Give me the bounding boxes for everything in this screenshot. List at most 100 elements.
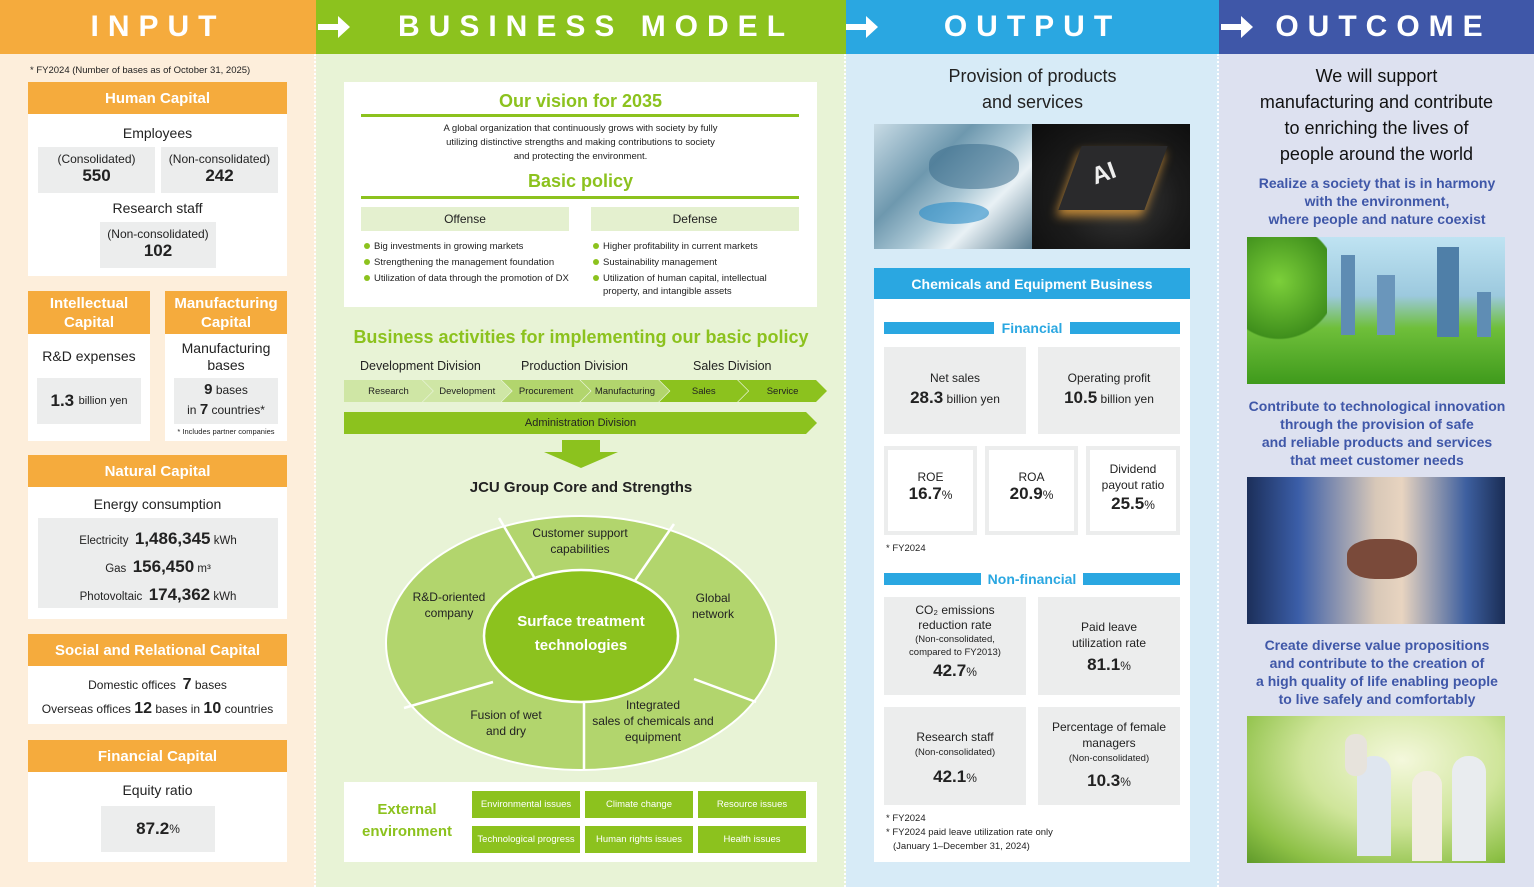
division-production: Production Division: [521, 359, 628, 373]
countries-value: 7: [199, 401, 209, 418]
human-capital-card: Human Capital Employees (Consolidated) 5…: [28, 82, 287, 276]
consolidated-box: (Consolidated) 550: [38, 147, 155, 193]
energy-value: 156,450: [132, 557, 195, 576]
nonconsolidated-label: (Non-consolidated): [168, 152, 271, 166]
human-capital-title: Human Capital: [28, 82, 287, 114]
consolidated-label: (Consolidated): [57, 152, 136, 166]
nonfinancial-title: Non-financial: [981, 571, 1083, 587]
administration-division: Administration Division: [344, 412, 817, 434]
rd-expenses-unit: billion yen: [78, 395, 128, 407]
social-capital-card: Social and Relational Capital Domestic o…: [28, 634, 287, 724]
process-step: Service: [738, 380, 827, 402]
process-step: Research: [344, 380, 433, 402]
external-tag: Health issues: [698, 826, 806, 853]
rd-expenses-box: 1.3 billion yen: [37, 378, 141, 424]
nonconsolidated-box: (Non-consolidated) 242: [161, 147, 278, 193]
activities-title: Business activities for implementing our…: [353, 327, 809, 347]
arrow-right-icon: [1221, 16, 1253, 38]
defense-item: Higher profitability in current markets: [593, 240, 798, 253]
city-nature-photo: [1247, 237, 1505, 384]
process-step: Manufacturing: [581, 380, 670, 402]
division-sales: Sales Division: [693, 359, 772, 373]
offense-item: Big investments in growing markets: [364, 240, 569, 253]
business-model-header-label: BUSINESS MODEL: [397, 10, 795, 43]
core-strengths-diagram: [385, 515, 777, 771]
external-tag: Human rights issues: [585, 826, 693, 853]
natural-capital-title: Natural Capital: [28, 455, 287, 487]
overseas-countries: 10: [203, 700, 222, 717]
ai-chip-photo: AI: [1032, 124, 1190, 249]
employees-label: Employees: [122, 125, 193, 141]
external-tag: Climate change: [585, 791, 693, 818]
net-sales-value: 28.3: [910, 388, 944, 407]
offense-item: Strengthening the management foundation: [364, 256, 569, 269]
external-tag: Technological progress: [472, 826, 580, 853]
roa-value: 20.9: [1009, 484, 1043, 503]
manufacturing-footnote: * Includes partner companies: [177, 427, 275, 436]
arrow-right-icon: [846, 16, 878, 38]
energy-row: Photovoltaic 174,362 kWh: [79, 585, 237, 604]
research-staff-ratio-value: 42.1: [933, 767, 967, 786]
external-tag: Resource issues: [698, 791, 806, 818]
offices-text: Domestic offices 7 bases Overseas office…: [41, 676, 274, 717]
overseas-value: 12: [134, 700, 153, 717]
external-tag: Environmental issues: [472, 791, 580, 818]
nonconsolidated-value: 242: [205, 166, 234, 185]
defense-item: Utilization of human capital, intellectu…: [593, 272, 798, 298]
arrow-down-icon: [544, 440, 618, 468]
arrow-right-icon: [318, 16, 350, 38]
vision-title: Our vision for 2035: [498, 91, 663, 111]
defense-item: Sustainability management: [593, 256, 798, 269]
operating-profit-value: 10.5: [1064, 388, 1098, 407]
input-note: * FY2024 (Number of bases as of October …: [30, 65, 251, 76]
family-photo: [1247, 716, 1505, 863]
equity-ratio-value: 87.2: [136, 819, 170, 838]
research-staff-sub: (Non-consolidated): [107, 227, 209, 241]
business-model-column: BUSINESS MODEL Our vision for 2035 A glo…: [316, 0, 846, 887]
process-step: Development: [423, 380, 512, 402]
equity-ratio-label: Equity ratio: [122, 782, 193, 798]
lab-photo: [874, 124, 1032, 249]
co2-value: 42.7: [933, 661, 967, 680]
vision-text: A global organization that continuously …: [443, 123, 718, 162]
input-header-label: INPUT: [90, 10, 226, 43]
research-staff-value: 102: [143, 241, 173, 260]
energy-row: Gas 156,450 m³: [105, 557, 211, 576]
defense-header: Defense: [591, 207, 799, 231]
roe-value: 16.7: [908, 484, 942, 503]
rd-expenses-value: 1.3: [50, 391, 75, 410]
offense-header: Offense: [361, 207, 569, 231]
financial-capital-card: Financial Capital Equity ratio 87.2%: [28, 740, 287, 862]
chemicals-business-card: Chemicals and Equipment Business Financi…: [874, 268, 1190, 862]
financial-title: Financial: [994, 320, 1070, 336]
social-capital-title: Social and Relational Capital: [28, 634, 287, 666]
offense-item: Utilization of data through the promotio…: [364, 272, 569, 285]
natural-capital-card: Natural Capital Energy consumption Elect…: [28, 455, 287, 619]
chemicals-business-title: Chemicals and Equipment Business: [874, 268, 1190, 299]
manufacturing-bases-box: 9 bases in 7 countries*: [174, 378, 278, 424]
domestic-value: 7: [182, 676, 192, 693]
research-staff-label: Research staff: [112, 200, 203, 216]
paid-leave-value: 81.1: [1087, 655, 1121, 674]
equity-ratio-box: 87.2%: [101, 806, 215, 852]
female-managers-value: 10.3: [1087, 771, 1121, 790]
